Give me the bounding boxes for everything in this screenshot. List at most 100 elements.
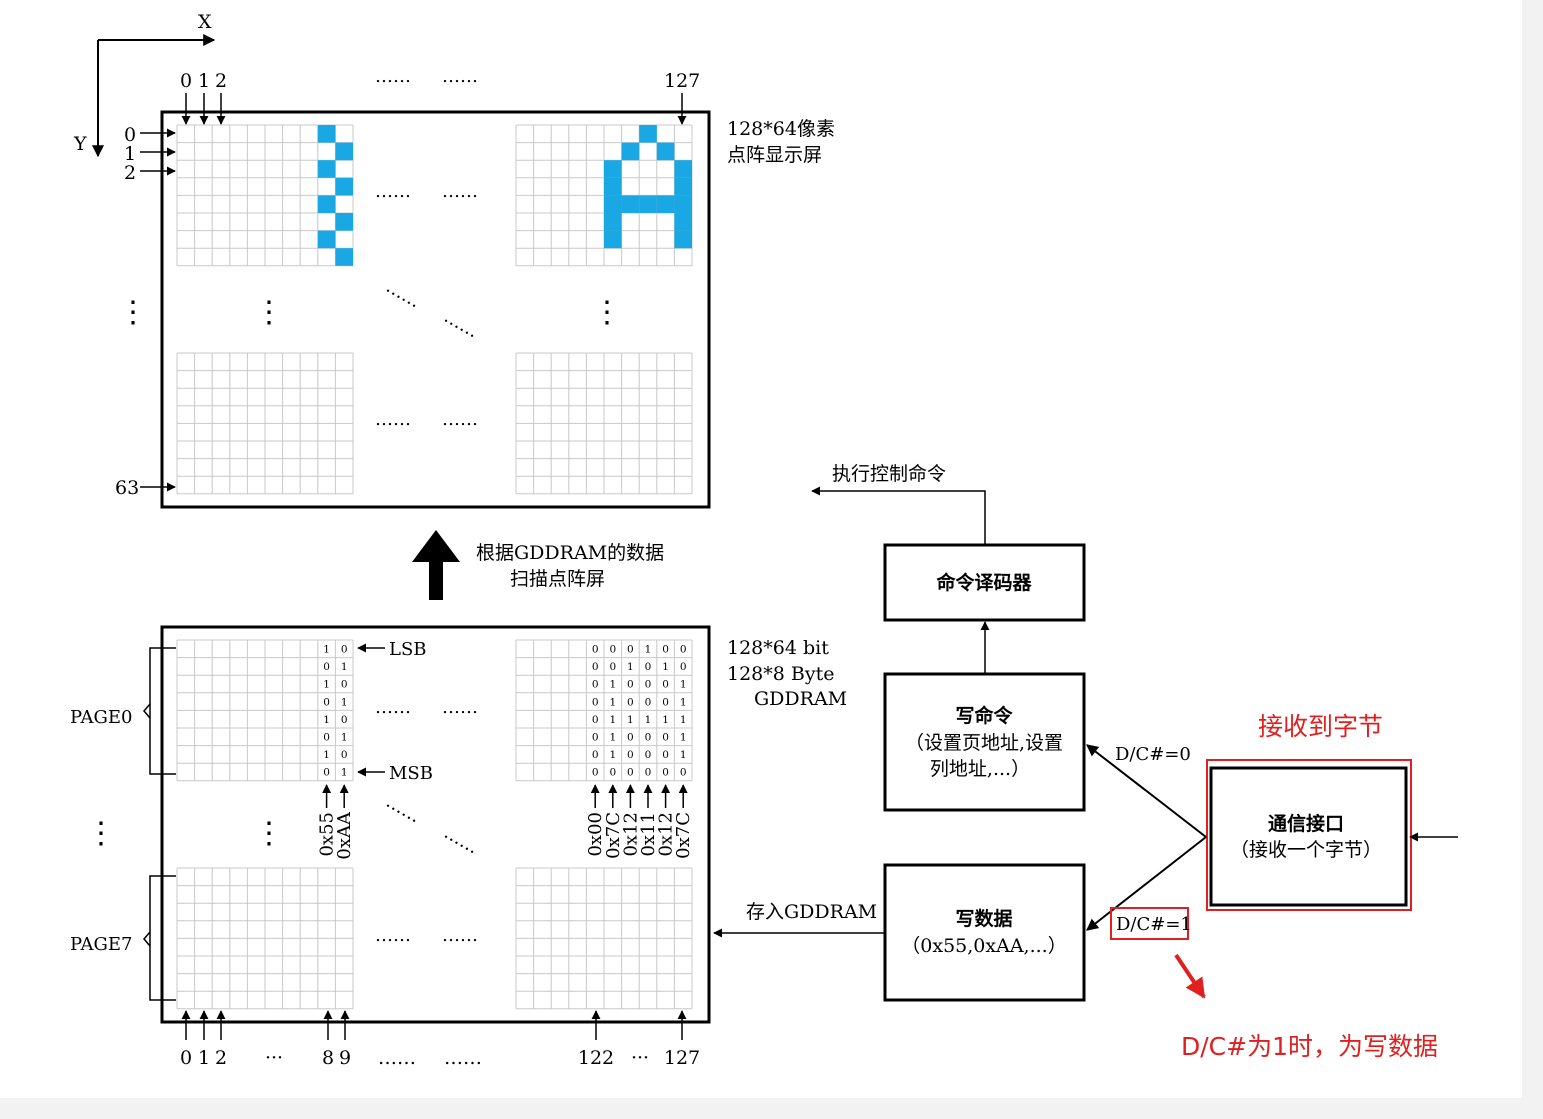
dc1-label: D/C#=1 <box>1116 914 1192 935</box>
bit-cell: 0 <box>662 679 669 691</box>
screen-ellipsis-bottom-1: …… <box>375 409 411 430</box>
pixel-on <box>604 177 622 196</box>
bit-cell: 0 <box>592 714 599 726</box>
paper-background <box>0 0 1522 1098</box>
gddram-ellipsis-top-1: …… <box>375 697 411 718</box>
bit-cell: 0 <box>680 661 687 673</box>
bit-cell: 1 <box>680 732 687 744</box>
gddram-grid-top-left <box>176 639 354 782</box>
axes: X Y <box>73 11 216 158</box>
comm-interface-box <box>1209 766 1408 907</box>
pixel-on <box>621 142 640 161</box>
bit-cell: 0 <box>662 767 669 779</box>
gddram-ellipsis-top-2: …… <box>442 697 478 718</box>
bit-cell: 1 <box>680 749 687 761</box>
write-data-note: D/C#为1时，为写数据 <box>1181 1032 1438 1061</box>
col-ellipsis-2: …… <box>442 66 478 87</box>
bit-cell: 0 <box>609 644 616 656</box>
write-data-box <box>883 863 1086 1002</box>
bit-cell: 0 <box>645 661 652 673</box>
pixel-on <box>604 195 622 213</box>
gddram-grid-bottom-right <box>515 867 693 1010</box>
bit-cell: 0 <box>645 679 652 691</box>
pixel-on <box>335 142 353 161</box>
gddram-caption-line2: 128*8 Byte <box>727 663 834 685</box>
bit-cell: 0 <box>341 714 348 726</box>
hex-label: 0x00 <box>585 812 606 857</box>
pixel-pattern-left <box>317 125 353 266</box>
bit-cell: 1 <box>627 714 634 726</box>
bottom-col-label: 122 <box>578 1047 614 1069</box>
bit-cell: 1 <box>323 644 330 656</box>
bit-cell: 1 <box>609 714 616 726</box>
bit-cell: 0 <box>323 696 330 708</box>
screen-grid-bottom-left <box>176 352 354 495</box>
bit-cell: 0 <box>662 696 669 708</box>
hex-label: 0x7C <box>673 812 694 859</box>
screen-caption-line2: 点阵显示屏 <box>727 144 822 166</box>
row-label-2: 2 <box>124 162 136 184</box>
bit-cell: 0 <box>680 644 687 656</box>
bit-cell: 1 <box>680 714 687 726</box>
gddram-caption-line3: GDDRAM <box>754 688 847 710</box>
page0-label: PAGE0 <box>70 707 132 728</box>
pixel-on <box>335 213 353 231</box>
screen-caption-line1: 128*64像素 <box>727 118 835 140</box>
pixel-on <box>317 195 336 213</box>
hex-label: 0x12 <box>656 812 677 857</box>
pixel-on <box>674 177 692 196</box>
bottom-col-label: 2 <box>215 1047 227 1069</box>
row-label-63: 63 <box>115 477 139 499</box>
scan-label-line2: 扫描点阵屏 <box>510 568 605 590</box>
bit-cell: 0 <box>627 767 634 779</box>
write-command-line3: 列地址,...） <box>930 758 1030 780</box>
bit-cell: 0 <box>662 644 669 656</box>
pixel-on <box>656 142 675 161</box>
screen-vdots-right: ⋮ <box>592 295 622 330</box>
bottom-col-label: …… <box>444 1047 482 1069</box>
decoder-label: 命令译码器 <box>936 571 1032 594</box>
bit-cell: 0 <box>592 749 599 761</box>
pixel-on <box>621 195 640 213</box>
bottom-col-label: ··· <box>265 1047 283 1069</box>
bit-cell: 0 <box>323 661 330 673</box>
flow: 执行控制命令 命令译码器 写命令 （设置页地址,设置 列地址,...） 写数据 … <box>713 463 1458 1061</box>
pixel-on <box>639 195 657 213</box>
write-data-line2: （0x55,0xAA,...） <box>901 935 1066 957</box>
write-command-line2: （设置页地址,设置 <box>905 732 1063 754</box>
pixel-on <box>604 160 622 178</box>
bit-cell: 0 <box>627 644 634 656</box>
bit-cell: 1 <box>645 644 652 656</box>
pixel-on <box>674 230 692 249</box>
bottom-col-label: …… <box>378 1047 416 1069</box>
gddram-vdots-outer: ⋮ <box>86 816 116 851</box>
write-data-title: 写数据 <box>955 907 1012 930</box>
gddram-grid-top-right <box>515 639 693 782</box>
scan-label-line1: 根据GDDRAM的数据 <box>476 542 664 564</box>
pixel-pattern-a <box>604 125 692 249</box>
col-label-127: 127 <box>664 70 700 92</box>
bit-cell: 0 <box>341 679 348 691</box>
bit-cell: 1 <box>609 749 616 761</box>
bit-cell: 1 <box>323 749 330 761</box>
bit-cell: 1 <box>341 732 348 744</box>
gddram-frame <box>160 625 711 1024</box>
bit-cell: 1 <box>341 661 348 673</box>
col-ellipsis-1: …… <box>375 66 411 87</box>
bit-cell: 0 <box>645 767 652 779</box>
pixel-on <box>674 213 692 231</box>
y-axis-label: Y <box>73 133 87 155</box>
write-command-title: 写命令 <box>955 704 1013 727</box>
pixel-on <box>604 230 622 249</box>
bit-cell: 0 <box>662 749 669 761</box>
exec-label: 执行控制命令 <box>832 463 946 485</box>
dc1-highlight <box>1110 907 1189 940</box>
dc0-label: D/C#=0 <box>1115 744 1191 765</box>
bit-cell: 1 <box>627 661 634 673</box>
bottom-col-label: 127 <box>664 1047 700 1069</box>
pixel-on <box>317 125 336 143</box>
